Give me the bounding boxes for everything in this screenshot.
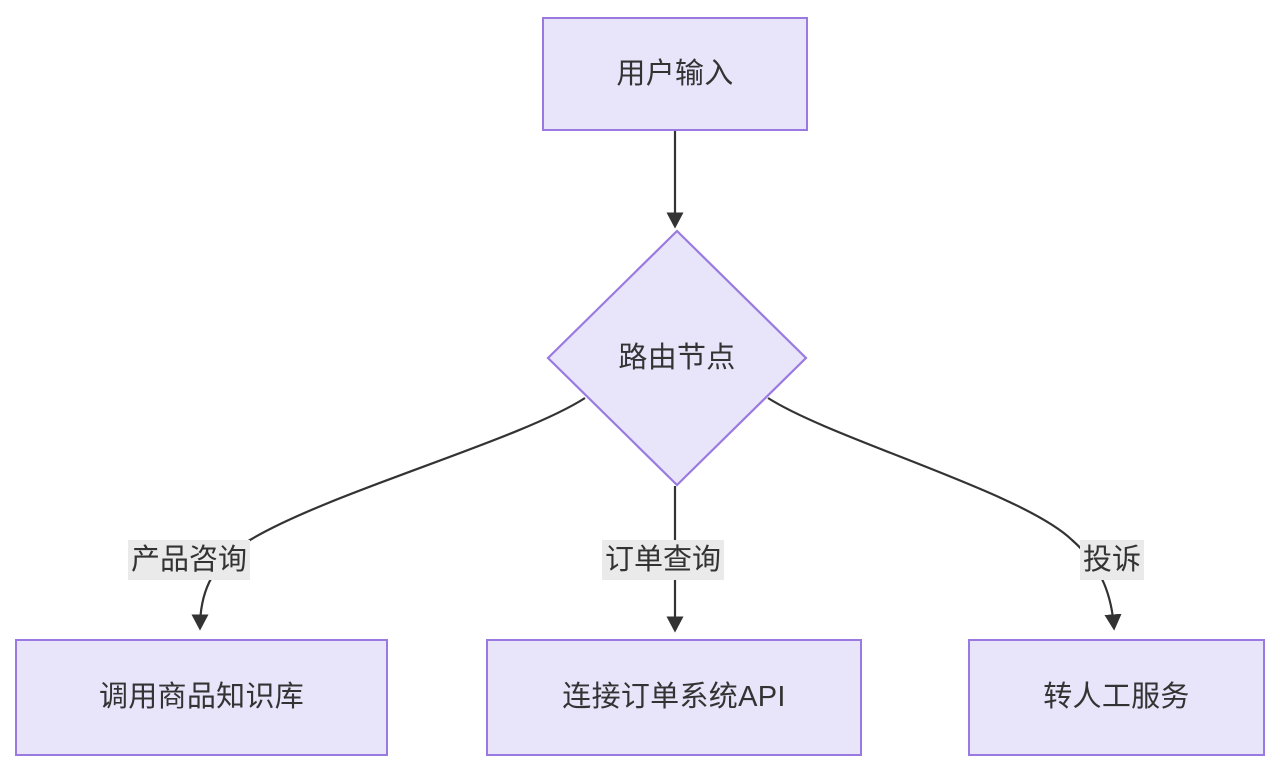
node-router[interactable]: 路由节点 <box>548 231 806 485</box>
node-human-service[interactable]: 转人工服务 <box>968 639 1265 756</box>
node-product-knowledge-base-label: 调用商品知识库 <box>98 681 305 714</box>
node-order-system-api[interactable]: 连接订单系统API <box>486 639 862 756</box>
node-human-service-label: 转人工服务 <box>1043 681 1190 714</box>
edge-router-to-human <box>767 397 1122 631</box>
node-user-input[interactable]: 用户输入 <box>542 17 808 131</box>
edge-label-complaint: 投诉 <box>1080 540 1145 580</box>
edge-router-to-product <box>191 397 586 631</box>
node-router-text-wrap: 路由节点 <box>548 231 806 485</box>
node-order-system-api-label: 连接订单系统API <box>562 681 786 714</box>
node-router-label: 路由节点 <box>618 341 736 374</box>
node-router-diamond-shape[interactable] <box>546 229 808 487</box>
node-user-input-label: 用户输入 <box>616 57 734 90</box>
node-product-knowledge-base[interactable]: 调用商品知识库 <box>15 639 388 756</box>
edge-label-product-inquiry: 产品咨询 <box>128 540 251 580</box>
edge-label-order-inquiry: 订单查询 <box>602 540 725 580</box>
